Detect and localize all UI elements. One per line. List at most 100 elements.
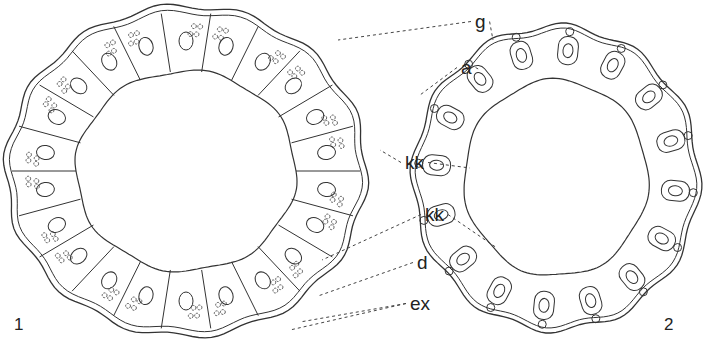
granule <box>219 35 224 40</box>
cell <box>446 242 480 275</box>
lumen <box>75 70 297 272</box>
granule <box>26 182 31 187</box>
granule <box>62 89 67 94</box>
leader-line <box>448 215 497 249</box>
radial-wall <box>292 199 353 216</box>
radial-wall <box>72 51 114 96</box>
granule <box>298 269 303 274</box>
granule <box>65 84 70 89</box>
granule <box>331 192 336 197</box>
nucleus <box>653 231 670 246</box>
granule <box>293 273 298 278</box>
granule <box>105 43 110 48</box>
granule <box>43 102 48 107</box>
granule <box>330 137 335 142</box>
wall-pit <box>592 315 600 323</box>
wall-pit <box>487 304 495 312</box>
granule <box>224 28 229 33</box>
radial-wall <box>258 247 300 292</box>
cell <box>632 80 666 113</box>
granule <box>108 296 113 301</box>
radial-wall <box>296 171 360 172</box>
nucleus <box>46 107 68 127</box>
nucleus <box>137 285 156 306</box>
granule <box>34 156 39 161</box>
radial-wall <box>40 225 94 257</box>
granule <box>220 310 225 315</box>
cell <box>660 179 690 202</box>
radial-wall <box>161 270 170 328</box>
granule <box>102 293 107 298</box>
granule <box>333 120 338 125</box>
granule <box>132 306 137 311</box>
nucleus <box>137 36 156 57</box>
granule <box>281 54 286 59</box>
granule <box>49 108 54 113</box>
radial-wall <box>161 14 170 72</box>
nucleus <box>472 70 489 87</box>
part-label: a <box>461 58 472 77</box>
granule <box>59 258 64 263</box>
wall-pit <box>689 189 697 197</box>
radial-wall <box>232 262 259 316</box>
granule <box>271 280 276 285</box>
radial-wall <box>202 14 211 72</box>
nucleus <box>36 144 56 160</box>
granule <box>339 144 344 149</box>
granule <box>325 214 330 219</box>
nucleus <box>562 43 573 58</box>
granule <box>131 297 136 302</box>
granule <box>295 66 300 71</box>
outer-wall-inner <box>415 28 697 328</box>
wall-pit <box>512 33 520 41</box>
radial-wall <box>114 26 141 80</box>
granule <box>137 299 142 304</box>
figure-number: 1 <box>14 316 23 333</box>
granule <box>292 74 297 79</box>
granule <box>46 97 51 102</box>
nucleus <box>455 251 472 268</box>
wall-pit <box>659 81 667 89</box>
part-label: kk <box>405 153 424 172</box>
leader-line <box>290 304 406 331</box>
nucleus <box>98 269 120 292</box>
nucleus <box>217 36 236 57</box>
granule <box>114 290 119 295</box>
leader-line <box>490 22 493 41</box>
granule <box>135 31 140 36</box>
granule <box>57 82 62 87</box>
nucleus <box>429 160 444 171</box>
granule <box>34 161 39 166</box>
granule <box>294 261 299 266</box>
nucleus <box>304 215 326 235</box>
leader-line <box>318 263 413 297</box>
granule <box>213 34 218 39</box>
nucleus <box>67 245 90 267</box>
granule <box>216 302 221 307</box>
radial-wall <box>19 126 80 143</box>
cell <box>655 127 688 154</box>
granule <box>330 198 335 203</box>
granule <box>288 70 293 75</box>
granule <box>26 158 31 163</box>
leader-line <box>380 150 401 163</box>
part-label: kk <box>425 205 444 224</box>
nucleus <box>67 75 90 97</box>
granule <box>112 48 117 53</box>
granule <box>126 303 131 308</box>
granule <box>42 233 47 238</box>
nucleus <box>640 89 657 106</box>
nucleus <box>46 215 68 235</box>
cell <box>508 39 535 72</box>
radial-wall <box>258 51 300 96</box>
wall-pit <box>445 267 453 275</box>
granule <box>198 24 203 29</box>
leader-line <box>476 68 480 71</box>
granule <box>273 59 278 64</box>
radial-wall <box>279 85 333 117</box>
granule <box>330 115 335 120</box>
granule <box>110 40 115 45</box>
cell <box>577 284 604 317</box>
outer-wall <box>410 23 702 333</box>
